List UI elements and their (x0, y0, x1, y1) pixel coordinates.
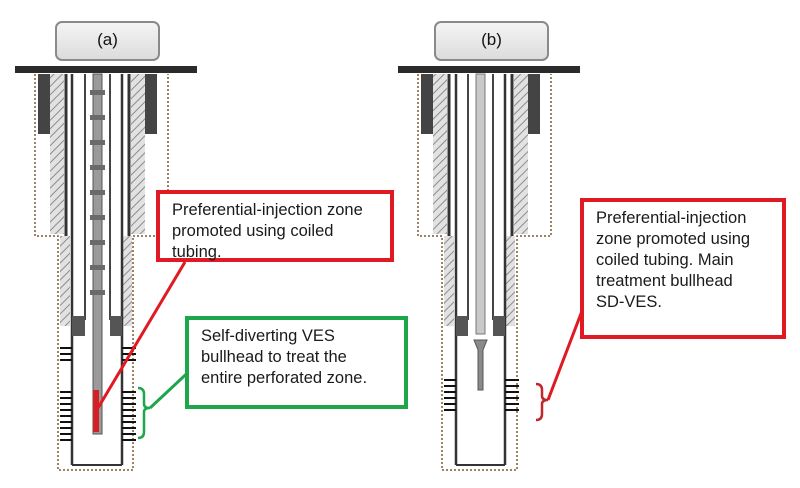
well-b-packer-left (456, 316, 468, 336)
well-b-surface-casing-right (528, 74, 540, 134)
panel-a-label: (a) (55, 21, 160, 61)
well-a-surface-casing-left (38, 74, 50, 134)
well-b-schematic (398, 66, 590, 470)
well-a-cement-lower-left (60, 236, 70, 326)
well-b-wellhead-flange (398, 66, 580, 73)
panel-b-red-callout: Preferential-injection zone promoted usi… (580, 198, 786, 339)
well-b-injection-bracket (536, 384, 548, 420)
well-b-cement-right (514, 74, 528, 234)
well-a-packer-left (72, 316, 85, 336)
well-a-packer-right (110, 316, 122, 336)
well-b-cement-left (433, 74, 447, 234)
well-b-bha-tool (474, 340, 487, 390)
well-a-perforated-zone-bracket (138, 388, 150, 438)
well-a-cement-left (50, 74, 64, 234)
well-b-cement-lower-right (505, 236, 515, 326)
well-b-packer-right (493, 316, 505, 336)
well-b-surface-casing-left (421, 74, 433, 134)
well-a-coiled-tubing (93, 74, 102, 434)
well-a-cement-lower-right (122, 236, 132, 326)
panel-b-label: (b) (434, 21, 549, 61)
panel-a-green-callout: Self-diverting VES bullhead to treat the… (185, 316, 408, 409)
panel-a-red-callout: Preferential-injection zone promoted usi… (156, 190, 394, 262)
well-a-surface-casing-right (145, 74, 157, 134)
well-a-cement-right (131, 74, 145, 234)
well-b-cement-lower-left (444, 236, 454, 326)
well-a-schematic (15, 66, 197, 470)
well-a-injection-zone-marker (93, 390, 99, 432)
well-a-wellhead-flange (15, 66, 197, 73)
well-b-coiled-tubing (476, 74, 485, 334)
